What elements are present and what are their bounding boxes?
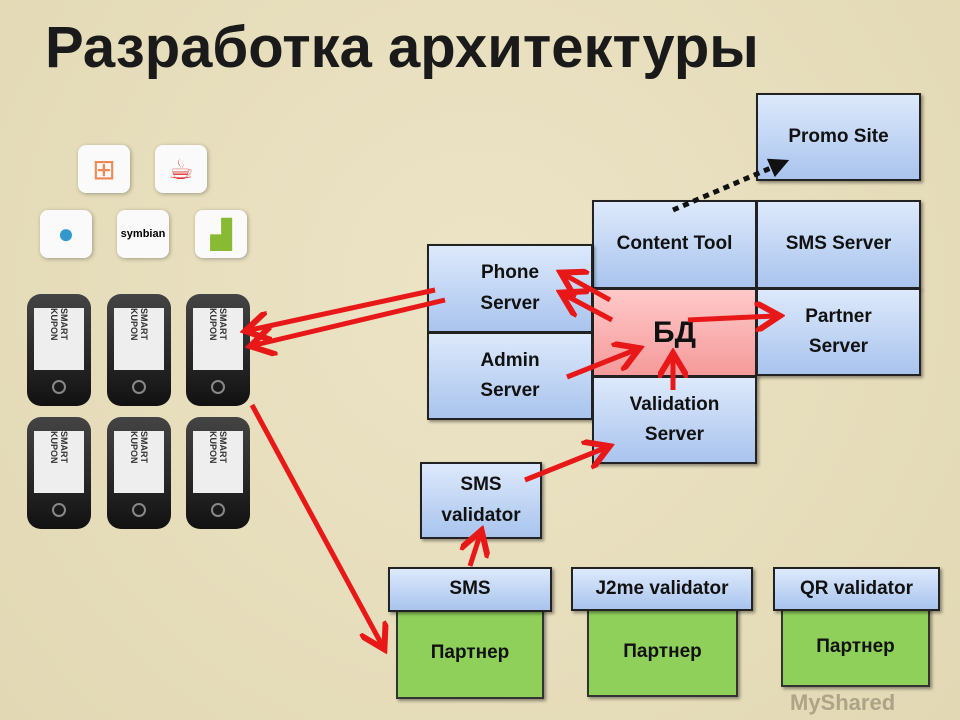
validation-server-label: Validation Server [629, 393, 720, 445]
admin-server-label: Admin Server [480, 349, 540, 401]
sms-box: SMS [388, 567, 552, 612]
smart-kupon-logo: SMART KUPON [129, 308, 149, 341]
phone-screen: SMART KUPON [193, 431, 243, 493]
sms-validator-label: SMS validator [441, 474, 521, 526]
partner-server-label: Partner Server [805, 305, 872, 357]
home-button [132, 380, 146, 394]
home-button [52, 380, 66, 394]
partner-box-2: Партнер [587, 607, 738, 697]
phone-1: SMART KUPON [27, 294, 91, 406]
promo-site-label: Promo Site [788, 125, 889, 147]
content-tool-box: Content Tool [592, 200, 757, 289]
phone-4: SMART KUPON [27, 417, 91, 529]
page-title: Разработка архитектуры [45, 15, 759, 80]
android-icon: ▟ [195, 210, 247, 258]
partner-box-1: Партнер [396, 608, 544, 699]
home-button [52, 503, 66, 517]
phone-5: SMART KUPON [107, 417, 171, 529]
arrow-db-to-phone-server-1 [565, 275, 612, 303]
smart-kupon-logo: SMART KUPON [49, 308, 69, 341]
phone-2: SMART KUPON [107, 294, 171, 406]
arrow-admin-to-db [566, 350, 635, 380]
sms-server-label: SMS Server [785, 233, 892, 255]
arrow-phones-to-partner [249, 403, 382, 645]
partner-box-3: Партнер [781, 607, 930, 687]
arrow-sms-validator-to-validation [524, 448, 605, 483]
sms-server-box: SMS Server [756, 200, 921, 289]
sms-label: SMS [449, 578, 491, 600]
java-icon: ☕ [155, 145, 207, 193]
partner-label-2: Партнер [623, 640, 702, 662]
smart-kupon-logo: SMART KUPON [129, 431, 149, 464]
partner-label-1: Партнер [430, 642, 510, 664]
partner-label-3: Партнер [816, 635, 895, 657]
home-button [132, 503, 146, 517]
symbian-label: symbian [120, 228, 166, 240]
dotted-arrow-content-to-promo [672, 158, 790, 213]
watermark: MyShared [790, 690, 896, 715]
smart-kupon-logo: SMART KUPON [208, 308, 228, 341]
arrow-db-to-phone-server-2 [565, 295, 614, 323]
j2me-validator-box: J2me validator [571, 567, 753, 611]
phone-screen: SMART KUPON [34, 308, 84, 370]
arrow-sms-to-sms-validator [470, 535, 480, 567]
phone-6: SMART KUPON [186, 417, 250, 529]
smart-kupon-logo: SMART KUPON [208, 431, 228, 464]
j2me-validator-label: J2me validator [595, 577, 729, 599]
symbian-icon: symbian [117, 210, 169, 258]
qr-validator-label: QR validator [800, 577, 913, 599]
arrow-phone-server-to-phones-1 [250, 287, 436, 330]
phone-screen: SMART KUPON [34, 431, 84, 493]
apple-icon: ● [40, 210, 92, 258]
home-button [211, 503, 225, 517]
phone-server-label: Phone Server [480, 262, 540, 314]
smart-kupon-logo: SMART KUPON [49, 431, 69, 464]
admin-server-box: Admin Server [427, 332, 593, 420]
arrow-db-to-partner-server [687, 316, 775, 320]
content-tool-label: Content Tool [616, 233, 733, 255]
home-button [211, 380, 225, 394]
phone-3: SMART KUPON [186, 294, 250, 406]
phone-screen: SMART KUPON [114, 431, 164, 493]
qr-validator-box: QR validator [773, 567, 940, 611]
arrow-phone-server-to-phones-2 [255, 297, 446, 345]
validation-server-box: Validation Server [592, 376, 757, 464]
phone-screen: SMART KUPON [193, 308, 243, 370]
phone-screen: SMART KUPON [114, 308, 164, 370]
windows-icon: ⊞ [78, 145, 130, 193]
